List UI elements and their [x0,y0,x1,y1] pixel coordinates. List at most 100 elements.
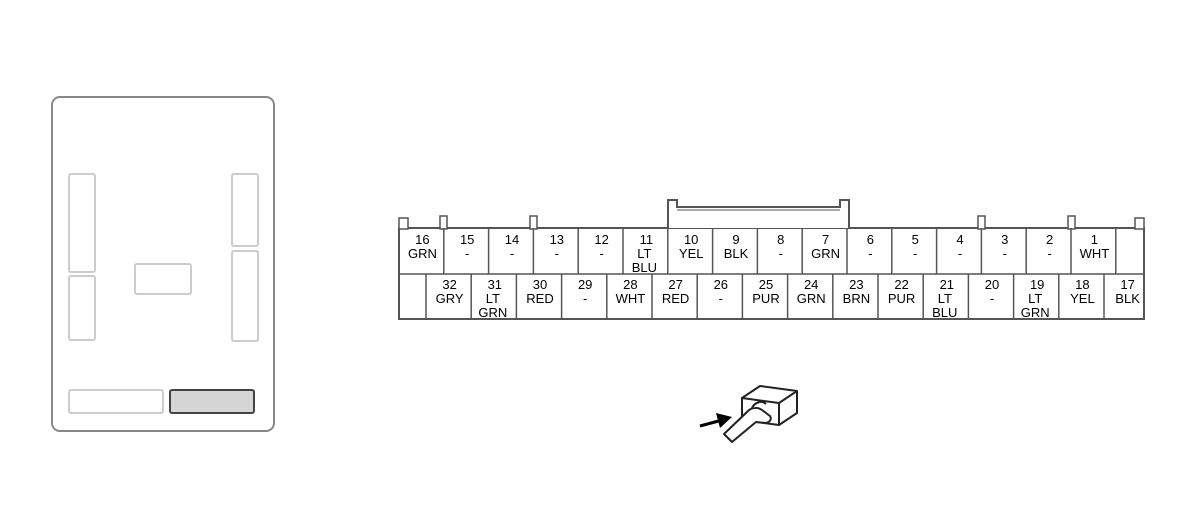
pin-number: 10 [684,232,698,247]
pin-number: 18 [1075,277,1089,292]
pin-13: 13- [550,232,564,261]
pin-15: 15- [460,232,474,261]
pin-3: 3- [1001,232,1008,261]
locator-slot-left-upper [68,173,96,273]
pin-number: 14 [505,232,519,247]
wire-color: BLK [724,246,749,261]
pin-number: 23 [849,277,863,292]
wire-color: GRN [478,305,507,320]
wire-color: BRN [843,291,870,306]
pin-number: 16 [415,232,429,247]
pin-number: 9 [732,232,739,247]
pin-number: 25 [759,277,773,292]
pin-number: 17 [1120,277,1134,292]
wire-color: WHT [616,291,646,306]
wire-color: - [868,246,872,261]
wire-color: GRN [1021,305,1050,320]
locator-slot-left-lower [68,275,96,341]
connector-housing [398,199,1145,320]
pin-row-bottom: 32GRY31LTGRN30RED29-28WHT27RED26-25PUR24… [425,274,1140,320]
pin-number: 20 [985,277,999,292]
pin-row-top: 16GRN15-14-13-12-11LTBLU10YEL9BLK8-7GRN6… [408,228,1117,275]
wire-color: LT [486,291,500,306]
locator-bottom-left-block [68,389,164,414]
connector-latch [667,199,850,228]
pin-4: 4- [956,232,963,261]
pin-number: 12 [594,232,608,247]
pin-number: 5 [912,232,919,247]
pin-26: 26- [714,277,728,306]
wire-color: - [583,291,587,306]
pin-number: 31 [488,277,502,292]
wire-color: - [990,291,994,306]
wire-color: BLU [632,260,657,275]
wire-color: - [913,246,917,261]
wire-color: LT [1028,291,1042,306]
pin-number: 1 [1091,232,1098,247]
pin-number: 6 [867,232,874,247]
wire-color: GRN [408,246,437,261]
wire-color: PUR [752,291,779,306]
locator-center-block [134,263,192,295]
pin-number: 32 [442,277,456,292]
pin-number: 30 [533,277,547,292]
connector-key [398,217,409,230]
pin-5: 5- [912,232,919,261]
wire-color: - [1003,246,1007,261]
wire-color: LT [938,291,952,306]
wire-color: - [719,291,723,306]
wire-color: - [465,246,469,261]
wire-color: - [779,246,783,261]
wire-color: - [555,246,559,261]
wire-color: GRN [797,291,826,306]
wire-color: LT [637,246,651,261]
wire-color: GRN [811,246,840,261]
pin-number: 26 [714,277,728,292]
pin-number: 13 [550,232,564,247]
pin-number: 27 [668,277,682,292]
wire-color: RED [526,291,553,306]
wire-color: BLK [1115,291,1140,306]
wire-color: BLU [932,305,957,320]
wire-color: - [1047,246,1051,261]
pin-number: 21 [940,277,954,292]
pin-number: 29 [578,277,592,292]
wire-color: - [958,246,962,261]
pin-number: 8 [777,232,784,247]
pin-number: 11 [640,232,654,247]
wire-color: - [510,246,514,261]
pin-number: 22 [894,277,908,292]
wire-color: GRY [436,291,464,306]
pin-6: 6- [867,232,874,261]
pin-8: 8- [777,232,784,261]
pin-20: 20- [985,277,999,306]
pin-number: 3 [1001,232,1008,247]
wire-color: RED [662,291,689,306]
pin-number: 24 [804,277,818,292]
pin-number: 2 [1046,232,1053,247]
pin-number: 7 [822,232,829,247]
locator-slot-right-lower [231,250,259,342]
pin-number: 28 [623,277,637,292]
connector-key [1134,217,1145,230]
